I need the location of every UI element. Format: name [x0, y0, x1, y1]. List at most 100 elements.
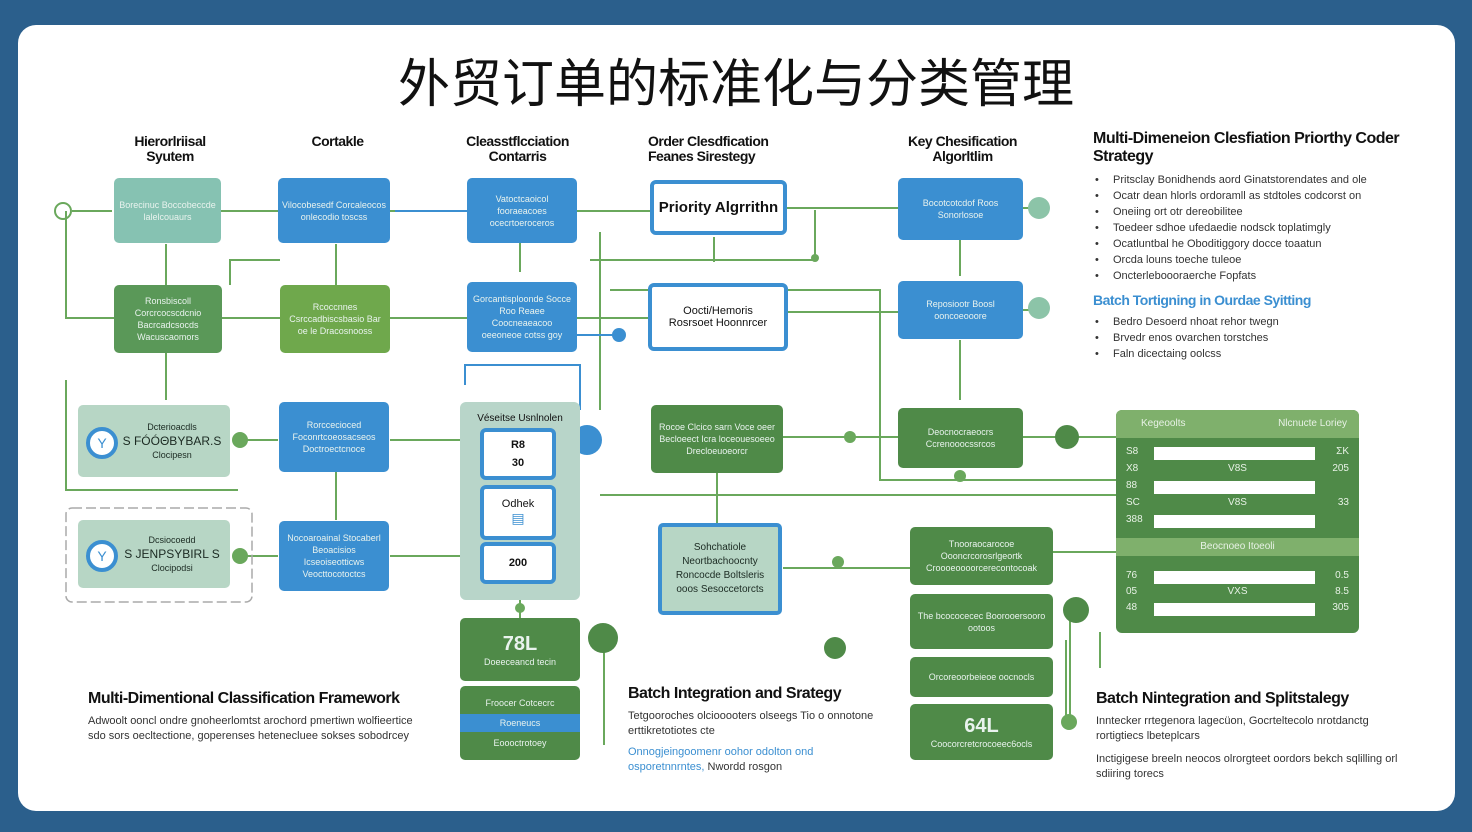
- node-h2[interactable]: Ronsbiscoll Corcrcocscdcnio Bacrcadcsocd…: [114, 285, 222, 353]
- g6-label: Coocorcretcrocoeec6ocls: [930, 739, 1033, 749]
- s1-number: 78L: [502, 632, 538, 655]
- schedule-node[interactable]: Sohchatiole Neortbachoocnty Roncocde Bol…: [658, 523, 782, 615]
- bullet-item: Oneiing ort otr dereobilitee: [1093, 204, 1413, 220]
- bullet-item: Faln dicectaing oolcss: [1093, 346, 1413, 362]
- vessel-title: Véseitse Usnlnolen: [477, 413, 563, 424]
- g6-number: 64L: [964, 715, 999, 737]
- header-classification-contents: Cleasstflcciation Contarris: [466, 133, 569, 164]
- table-cell-left: 48: [1126, 602, 1138, 613]
- node-g5[interactable]: Orcoreoorbeieoe oocnocls: [910, 657, 1053, 697]
- vessel-item[interactable]: Odhek▤: [480, 485, 556, 540]
- table-cell-left: 05: [1126, 586, 1138, 597]
- table-bar: [1154, 515, 1315, 528]
- header-hierarchical-system: Hierorlriisal Syutem: [134, 133, 206, 164]
- header-order-classification: Order Clesdfication Feanes Sirestegy: [648, 133, 769, 164]
- table-cell-mid: VXS: [1227, 586, 1248, 597]
- s2-line: Froocer Cotcecrc: [485, 698, 555, 708]
- table-cell-left: S8: [1126, 446, 1139, 457]
- stopwatch-icon: Y: [86, 427, 118, 459]
- table-cell-right: 33: [1337, 497, 1349, 508]
- page-title: 外贸订单的标准化与分类管理: [397, 55, 1074, 115]
- section-title: Batch Nintegration and Splitstalegy: [1096, 690, 1349, 707]
- node-h1[interactable]: Borecinuc Boccobeccde lalelcouaurs: [114, 178, 221, 243]
- node-g4[interactable]: The bcococecec Boorooersooro ootoos: [910, 594, 1053, 649]
- table-cell-right: 305: [1332, 602, 1349, 613]
- bullet-item: Orcda louns toeche tuleoe: [1093, 252, 1413, 268]
- section-title: Batch Integration and Srategy: [628, 685, 842, 702]
- node-g6[interactable]: 64L Coocorcretcrocoeec6ocls: [910, 704, 1053, 760]
- table-row: 48 305: [1116, 602, 1359, 618]
- node-k1[interactable]: Bocotcotcdof Roos Sonorlosoe: [898, 178, 1023, 240]
- table-cell-mid: V8S: [1228, 463, 1247, 474]
- node-cc1[interactable]: Vatoctcaoicol fooraeacoes ocecrtoerocero…: [467, 178, 577, 243]
- vessel-value: R8: [510, 439, 526, 451]
- vessel-item[interactable]: R8 30: [480, 428, 556, 480]
- right-panel: Multi-Dimeneion Clesfiation Priorthy Cod…: [1093, 130, 1413, 362]
- table-cell-right: 8.5: [1335, 586, 1349, 597]
- node-c2[interactable]: Rcoccnnes Csrccadbiscsbasio Bar oe le Dr…: [280, 285, 390, 353]
- table-mid-header: Beocnoeo Itoeoli: [1116, 538, 1359, 556]
- bullet-item: Oncterleboooraerche Fopfats: [1093, 268, 1413, 284]
- section-text: Inctigigese breeln neocos olrorgteet oor…: [1096, 753, 1398, 780]
- section-text: Tetgooroches olciooooters olseegs Tio o …: [628, 710, 874, 737]
- node-g1[interactable]: Rocoe Clcico sarn Voce oeer Becloeect Ic…: [651, 405, 783, 473]
- node-c1[interactable]: Vilocobesedf Corcaleocos onlecodio toscs…: [278, 178, 390, 243]
- table-row: 388: [1116, 514, 1359, 530]
- table-icon: ▤: [511, 510, 525, 526]
- node-k2[interactable]: Reposiootr Boosl ooncoeooore: [898, 281, 1023, 339]
- node-d2[interactable]: Y Dcsiocoedd S JENPSYBIRL S Clocipodsi: [78, 520, 230, 588]
- section-link-tail: Nwordd rosgon: [707, 761, 783, 773]
- vessel-label: Odhek: [501, 498, 535, 510]
- vessel-value: 30: [511, 457, 525, 469]
- s2-line: Eoooctrotoey: [493, 738, 547, 748]
- table-row: 05 VXS 8.5: [1116, 586, 1359, 602]
- table-row: 88: [1116, 480, 1359, 496]
- node-d1[interactable]: Y Dcterioacdls S FÓÓΘBYBAR.S Clocipesn: [78, 405, 230, 477]
- d2-line3: Clocipodsi: [151, 563, 193, 573]
- table-cell-left: 388: [1126, 514, 1143, 525]
- table-cell-right: 0.5: [1335, 570, 1349, 581]
- d2-line2: S JENPSYBIRL S: [124, 547, 220, 561]
- section-text: Adwoolt ooncl ondre gnoheerlomtst arocho…: [88, 715, 413, 742]
- node-b1[interactable]: Rorccecioced Foconrtcoeosacseos Doctroec…: [279, 402, 389, 472]
- right-panel-subtitle: Batch Tortigning in Ourdae Syitting: [1093, 292, 1311, 308]
- table-header-left: Kegeoolts: [1141, 418, 1186, 429]
- d1-line1: Dcterioacdls: [147, 422, 197, 432]
- section-framework: Multi-Dimentional Classification Framewo…: [88, 690, 428, 744]
- header-key-classification: Key Chesification Algorltlim: [908, 133, 1017, 164]
- header-contakle: Cortakle: [311, 133, 364, 149]
- table-cell-left: SC: [1126, 497, 1140, 508]
- s1-label: Doeeceancd tecin: [483, 656, 557, 667]
- table-bar: [1154, 603, 1315, 616]
- right-panel-title: Multi-Dimeneion Clesfiation Priorthy Cod…: [1093, 130, 1400, 165]
- bullet-item: Toedeer sdhoe ufedaedie nodsck toplatimg…: [1093, 220, 1413, 236]
- order-node[interactable]: Oocti/Hemoris Rosrsoet Hoonnrcer: [648, 283, 788, 351]
- node-g2[interactable]: Deocnocraeocrs Ccrenooocssrcos: [898, 408, 1023, 468]
- table-cell-left: X8: [1126, 463, 1139, 474]
- bullet-item: Brvedr enos ovarchen torstches: [1093, 330, 1413, 346]
- table-cell-left: 76: [1126, 570, 1138, 581]
- table-bar: [1154, 481, 1315, 494]
- node-b2[interactable]: Nocoaroainal Stocaberl Beoacisios Icseoi…: [279, 521, 389, 591]
- vessel-panel: Véseitse Usnlnolen R8 30 Odhek▤ 200: [460, 402, 580, 600]
- d2-line1: Dcsiocoedd: [148, 535, 196, 545]
- node-g3[interactable]: Tnooraocarocoe Oooncrcorosrlgeortk Crooo…: [910, 527, 1053, 585]
- s2-line: Roeneucs: [460, 714, 580, 732]
- d1-line2: S FÓÓΘBYBAR.S: [122, 434, 222, 448]
- priority-algorithm-node[interactable]: Priority Algrrithn: [650, 180, 787, 235]
- table-bar: [1154, 571, 1315, 584]
- section-link[interactable]: Onnogjeingoomenr oohor odolton ond ospor…: [628, 746, 814, 773]
- vessel-item[interactable]: 200: [480, 542, 556, 584]
- section-title: Multi-Dimentional Classification Framewo…: [88, 690, 400, 707]
- node-cc2[interactable]: Gorcantisploonde Socce Roo Reaee Coocnea…: [467, 282, 577, 352]
